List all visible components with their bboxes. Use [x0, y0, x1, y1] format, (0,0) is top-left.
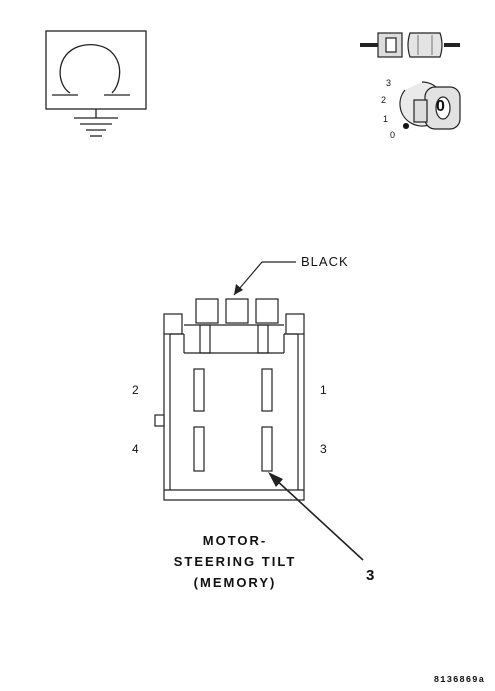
ignition-position-3: 3	[386, 78, 392, 88]
ignition-key-label: 0	[436, 98, 445, 115]
callout-number: 3	[366, 567, 375, 584]
pin-cavity-1	[261, 368, 273, 412]
pin-cavity-3	[261, 426, 273, 472]
callout-arrowhead	[268, 472, 283, 487]
ignition-key-icon	[399, 81, 461, 130]
pin-label-4: 4	[132, 442, 139, 456]
component-title: MOTOR- STEERING TILT (MEMORY)	[150, 530, 320, 593]
ignition-position-0: 0	[390, 130, 396, 140]
pin-label-3: 3	[320, 442, 327, 456]
pin-cavity-4	[193, 426, 205, 472]
callout-leader-line	[273, 477, 364, 561]
connector-color-label: BLACK	[301, 254, 349, 269]
connector-halves-icon	[360, 32, 460, 58]
title-line-2: STEERING TILT	[173, 554, 297, 569]
ignition-position-1: 1	[383, 114, 389, 124]
connector-body	[154, 298, 305, 501]
title-line-3: (MEMORY)	[193, 575, 277, 590]
pin-label-1: 1	[320, 383, 327, 397]
black-leader-line	[233, 261, 296, 296]
black-arrowhead	[234, 284, 243, 295]
ignition-position-2: 2	[381, 95, 387, 105]
ground-symbol-icon	[45, 30, 147, 137]
pin-label-2: 2	[132, 383, 139, 397]
title-line-1: MOTOR-	[202, 533, 268, 548]
figure-code: 8136869a	[433, 675, 485, 685]
pin-cavity-2	[193, 368, 205, 412]
